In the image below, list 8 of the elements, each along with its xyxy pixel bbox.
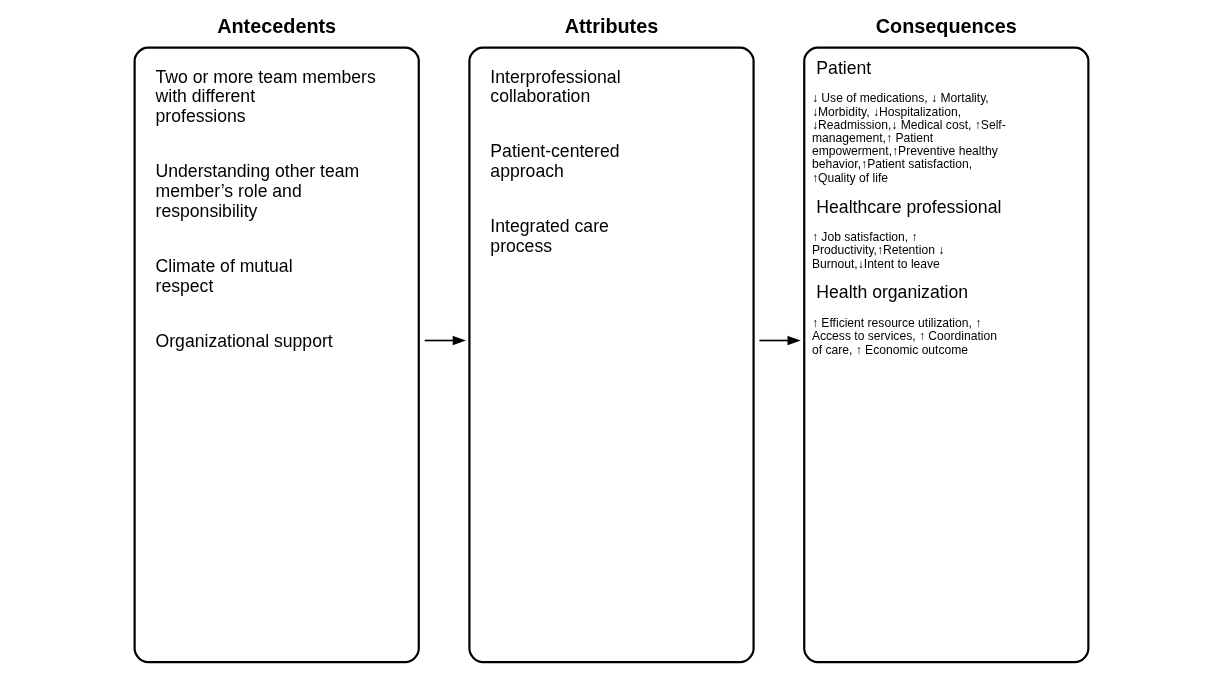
node-box: Two or more team members with different professions Understanding other team member’s role and responsibility Climate of mutual respect Organizational support	[133, 45, 420, 663]
node-label: Antecedents	[217, 14, 337, 37]
node-box: Interprofessional collaboration Patient-centered approach Integrated care process	[468, 45, 755, 663]
node-label: Consequences	[875, 14, 1017, 37]
arrow	[423, 335, 466, 345]
arrow	[758, 335, 801, 345]
node-box: Patient ↓ Use of medications, ↓ Mortality, ↓Morbidity, ↓Hospitalization, ↓Readmission,↓ Medical cost, ↑Self-management,↑ Patient empowerment,↑Preventive healthy behavior,↑Patient satisfaction, ↑Quality of life Healthcare professional ↑ Job satisfaction, ↑ Productivity,↑Retention ↓ Burnout,↓Intent to leave Health organization ↑ Efficient resource utilization, ↑ Access to services, ↑ Coordination of care, ↑ Economic outcome	[803, 45, 1090, 663]
node-label: Attributes	[564, 14, 659, 37]
